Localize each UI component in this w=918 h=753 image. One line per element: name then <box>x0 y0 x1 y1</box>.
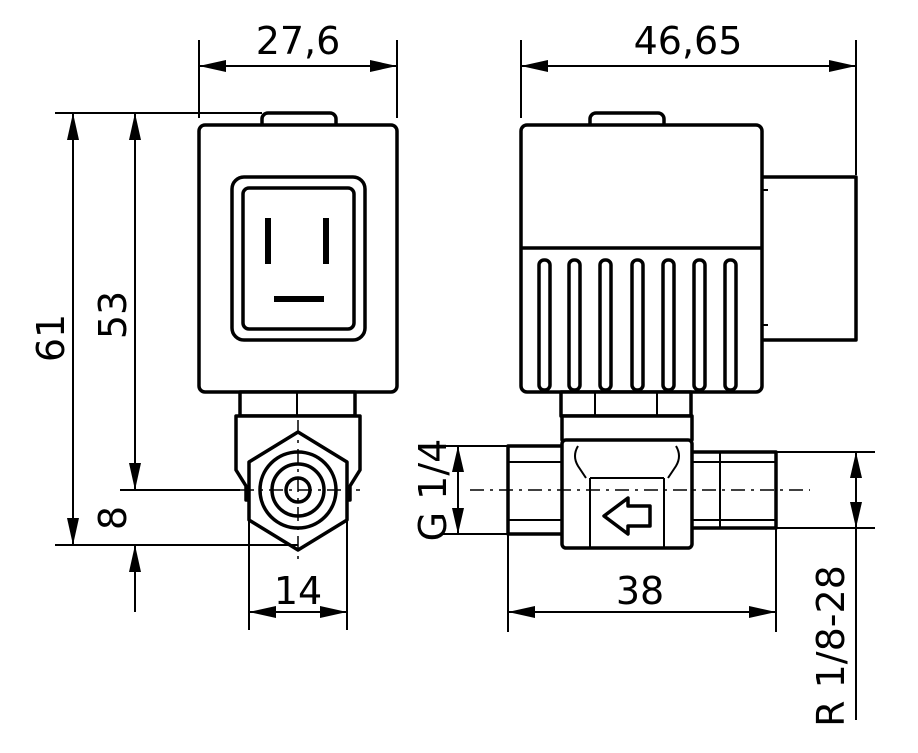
valve-body <box>560 438 694 550</box>
connector-socket-inner <box>241 186 356 331</box>
side-connector-plug <box>758 175 858 342</box>
dim-side-width: 46,65 <box>634 19 743 63</box>
dim-outlet-thread: R 1/8-28 <box>809 565 853 727</box>
dim-front-width: 27,6 <box>256 19 341 63</box>
connector-pin-left <box>265 218 271 264</box>
cooling-fins <box>537 258 738 392</box>
front-coil-body <box>197 123 399 394</box>
dim-hex-width: 14 <box>274 569 322 613</box>
dim-coil-height: 53 <box>91 291 135 339</box>
side-view <box>470 111 858 550</box>
dim-total-height: 61 <box>29 314 73 362</box>
side-stem <box>559 390 693 418</box>
flow-direction-arrow <box>602 496 652 536</box>
dim-port-thread: G 1/4 <box>411 439 455 542</box>
dim-body-length: 38 <box>616 569 664 613</box>
front-view <box>197 111 399 560</box>
dimension-lines <box>55 40 875 720</box>
connector-pin-right <box>323 218 329 264</box>
dim-axis-height: 8 <box>91 506 135 530</box>
connector-socket-outer <box>230 175 367 342</box>
connector-pin-ground <box>274 296 324 302</box>
